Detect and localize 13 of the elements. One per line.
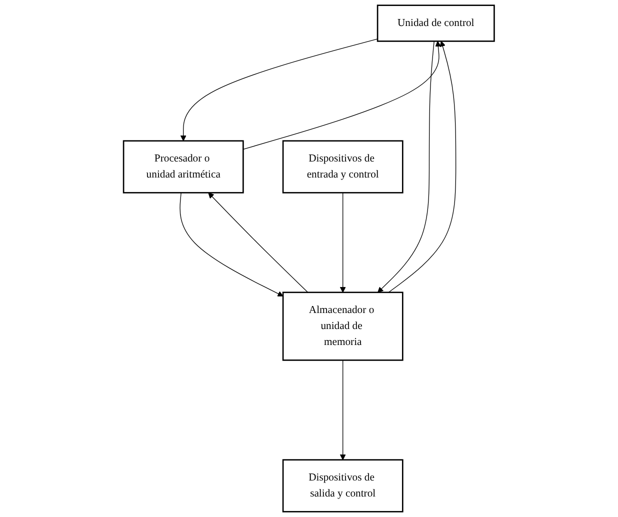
arrow	[180, 192, 284, 296]
node-box: Procesador o unidad aritmética	[123, 140, 244, 194]
arrow	[340, 192, 346, 293]
node-box: Unidad de control	[377, 4, 495, 42]
arrow	[340, 360, 346, 460]
arrow	[378, 40, 435, 293]
arrow	[388, 40, 456, 293]
arrow	[242, 40, 442, 150]
arrow	[180, 38, 378, 142]
arrow	[208, 192, 308, 293]
node-box: Dispositivos de entrada y control	[282, 140, 404, 194]
node-box: Dispositivos de salida y control	[282, 459, 404, 512]
node-box: Almacenador o unidad de memoria	[282, 292, 404, 361]
